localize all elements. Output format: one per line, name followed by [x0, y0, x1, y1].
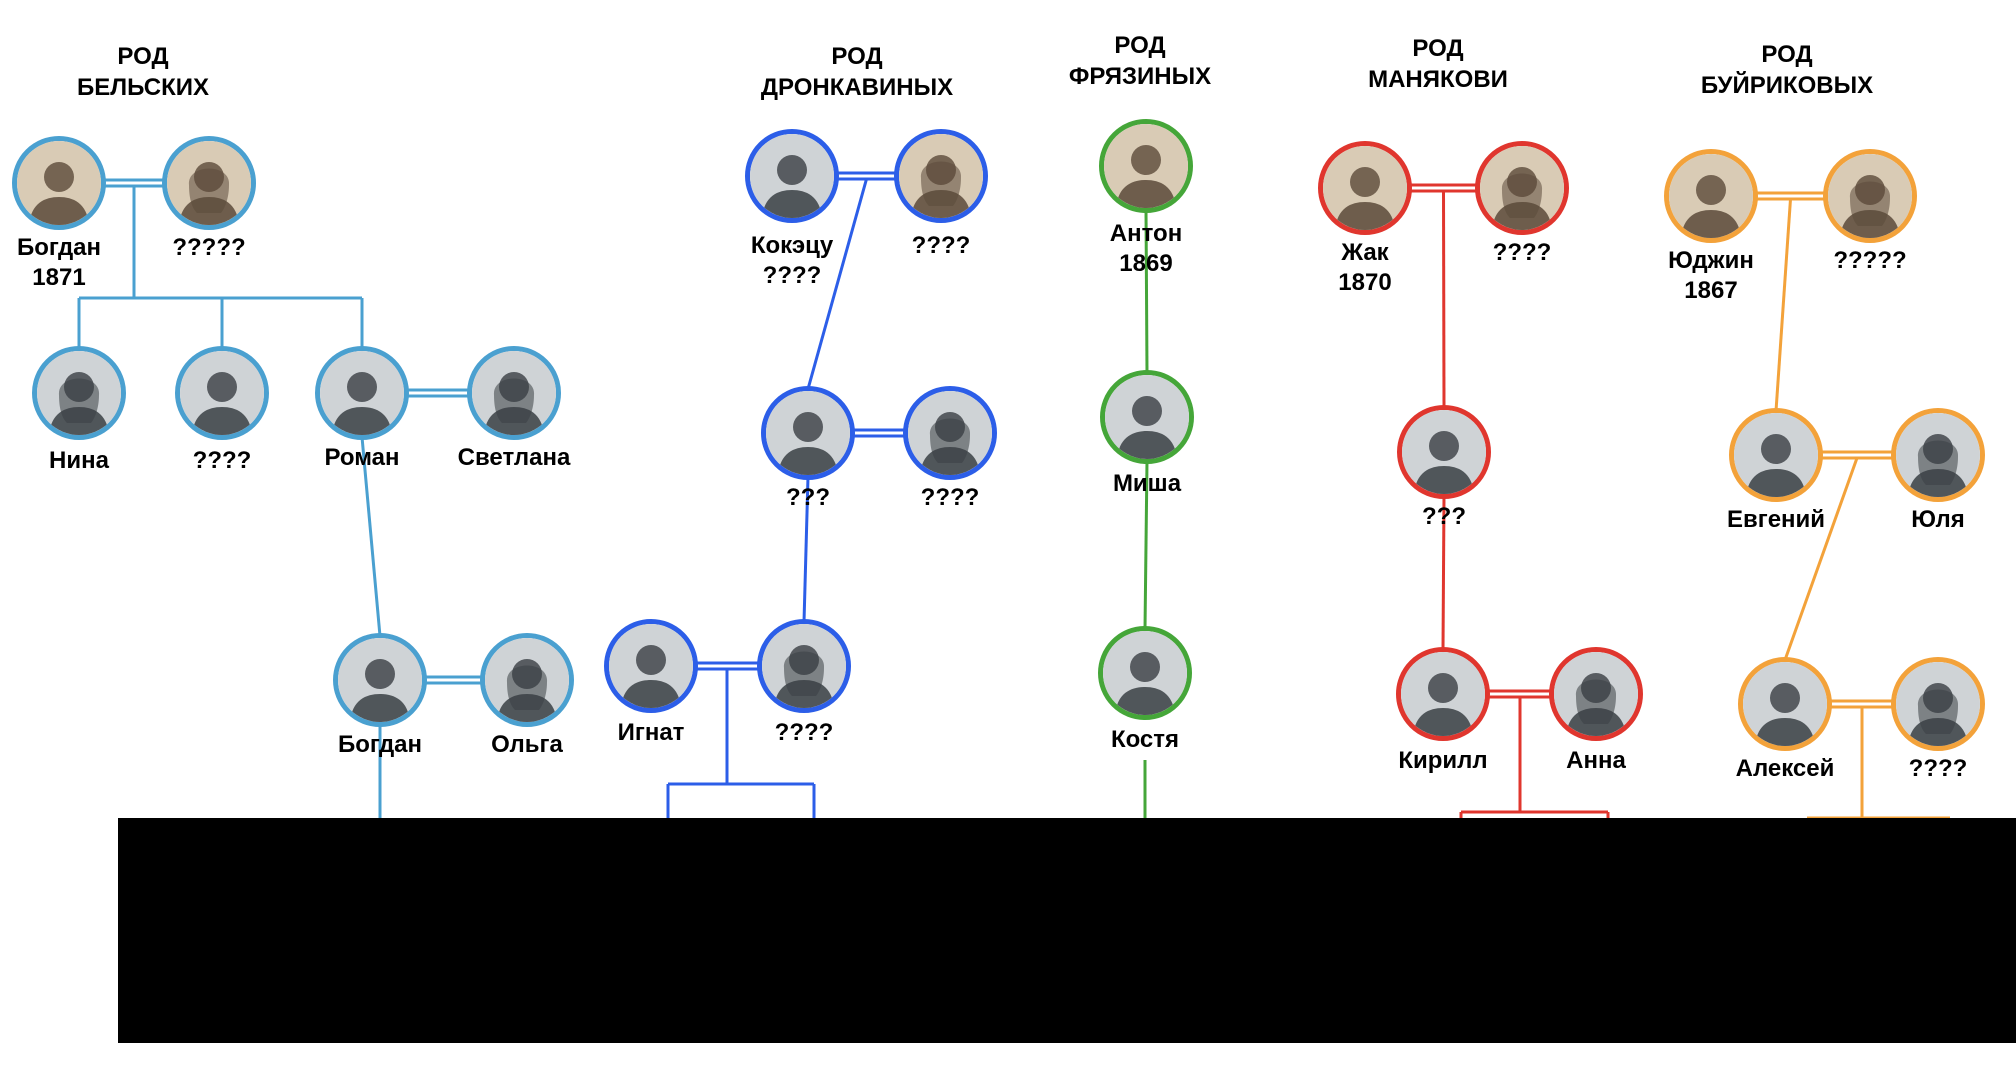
person-label: ????? [1833, 247, 1907, 274]
person-label: Игнат [617, 719, 685, 746]
portrait-young-man-glasses [1098, 626, 1192, 720]
portrait-sepia-man-uniform [12, 136, 106, 230]
person-label: Богдан [337, 731, 423, 758]
portrait-young-man [333, 633, 427, 727]
person-label: Алексей [1735, 755, 1835, 782]
descent-line [1783, 457, 1859, 661]
portrait-old-man-bald [1729, 408, 1823, 502]
portrait-young-man-buzzcut [1738, 657, 1832, 751]
person-label: ???? [911, 232, 971, 259]
descent-line [802, 476, 810, 623]
person-label: Юля [1911, 506, 1965, 533]
portrait-sepia-man-mustache [1318, 141, 1412, 235]
portrait-man [761, 386, 855, 480]
person-label: Роман [324, 444, 400, 471]
person-label: Миша [1112, 470, 1182, 497]
person-label: ???? [1492, 239, 1552, 266]
person-label: Анна [1566, 747, 1626, 774]
person-label: Кокэцу???? [750, 232, 834, 289]
portrait-woman-short-hair [1891, 408, 1985, 502]
person-label: Кирилл [1398, 747, 1488, 774]
person-label: Светлана [457, 444, 571, 471]
person-label: Евгений [1726, 506, 1826, 533]
redaction-bar [118, 818, 2016, 1043]
portrait-sepia-woman [1475, 141, 1569, 235]
portrait-woman-headphones [32, 346, 126, 440]
person-label: ???? [774, 719, 834, 746]
portrait-man-goggles [1100, 370, 1194, 464]
person-label: ??? [786, 484, 830, 511]
portrait-young-woman [1891, 657, 1985, 751]
portrait-girl-red-hair [757, 619, 851, 713]
descent-line [360, 436, 382, 637]
portrait-woman-officer-cap [467, 346, 561, 440]
person-label: ??? [1422, 503, 1466, 530]
descent-line [1441, 495, 1446, 651]
portrait-young-man [1396, 647, 1490, 741]
portrait-old-man-pipe [315, 346, 409, 440]
portrait-woman-long-hair [1549, 647, 1643, 741]
portrait-woman-garrison-cap [903, 386, 997, 480]
person-label: Костя [1110, 726, 1180, 753]
portrait-sepia-woman [894, 129, 988, 223]
portrait-old-man-beard [745, 129, 839, 223]
descent-line [1143, 460, 1149, 630]
descent-line [1774, 198, 1792, 412]
portrait-sepia-woman [1823, 149, 1917, 243]
descent-line [1144, 209, 1149, 374]
person-label: Нина [49, 447, 109, 474]
person-label: ???? [1908, 755, 1968, 782]
descent-line [806, 178, 868, 390]
portrait-sepia-man [1664, 149, 1758, 243]
portrait-girl-glasses [480, 633, 574, 727]
person-label: ???? [192, 447, 252, 474]
person-label: ???? [920, 484, 980, 511]
descent-line [1442, 190, 1446, 409]
portrait-sepia-woman [162, 136, 256, 230]
person-label: Ольга [491, 731, 563, 758]
portrait-man-mustache [175, 346, 269, 440]
portrait-young-man-long-hair [604, 619, 698, 713]
portrait-man-soldier [1397, 405, 1491, 499]
portrait-sepia-man [1099, 119, 1193, 213]
person-label: ????? [172, 234, 246, 261]
